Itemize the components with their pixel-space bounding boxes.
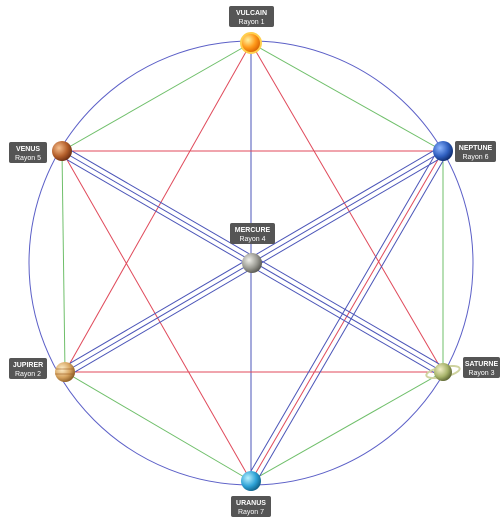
planet-jupiter <box>55 362 75 382</box>
neptune-planet-icon <box>433 141 453 161</box>
planet-saturne <box>425 363 460 381</box>
label-mercure: MERCURE Rayon 4 <box>230 223 275 244</box>
planet-vulcain <box>241 33 261 53</box>
label-jupiter-ray: Rayon 2 <box>15 371 41 378</box>
label-neptune-ray: Rayon 6 <box>462 154 488 161</box>
planet-venus <box>52 141 72 161</box>
label-saturne: SATURNE Rayon 3 <box>463 357 500 378</box>
uranus-planet-icon <box>241 471 261 491</box>
venus-planet-icon <box>52 141 72 161</box>
vulcain-sun-icon <box>241 33 261 53</box>
saturne-planet-icon <box>434 363 452 381</box>
planet-neptune <box>433 141 453 161</box>
label-uranus: URANUS Rayon 7 <box>231 496 271 517</box>
line-vulcain-jupiter <box>65 43 251 372</box>
jupiter-planet-icon <box>55 362 75 382</box>
label-vulcain: VULCAIN Rayon 1 <box>229 6 274 27</box>
label-mercure-name: MERCURE <box>235 227 271 234</box>
planet-uranus <box>241 471 261 491</box>
label-neptune: NEPTUNE Rayon 6 <box>455 141 496 162</box>
label-mercure-ray: Rayon 4 <box>239 236 265 243</box>
label-venus-ray: Rayon 5 <box>15 155 41 162</box>
label-uranus-ray: Rayon 7 <box>238 509 264 516</box>
label-jupiter: JUPIRER Rayon 2 <box>9 358 47 379</box>
label-neptune-name: NEPTUNE <box>459 145 493 152</box>
label-saturne-name: SATURNE <box>465 361 499 368</box>
label-venus-name: VENUS <box>16 146 40 153</box>
label-uranus-name: URANUS <box>236 500 266 507</box>
label-venus: VENUS Rayon 5 <box>9 142 47 163</box>
line-saturne-uranus <box>251 372 443 481</box>
label-saturne-ray: Rayon 3 <box>468 370 494 377</box>
mercure-planet-icon <box>242 253 262 273</box>
line-jupiter-venus <box>62 151 65 372</box>
line-venus-vulcain <box>62 43 251 151</box>
line-vulcain-neptune <box>251 43 443 151</box>
line-neptune-uranus-offset-b <box>255 154 447 484</box>
label-vulcain-ray: Rayon 1 <box>238 19 264 26</box>
label-jupiter-name: JUPIRER <box>13 362 43 369</box>
label-vulcain-name: VULCAIN <box>236 10 267 17</box>
planet-mercure <box>242 253 262 273</box>
